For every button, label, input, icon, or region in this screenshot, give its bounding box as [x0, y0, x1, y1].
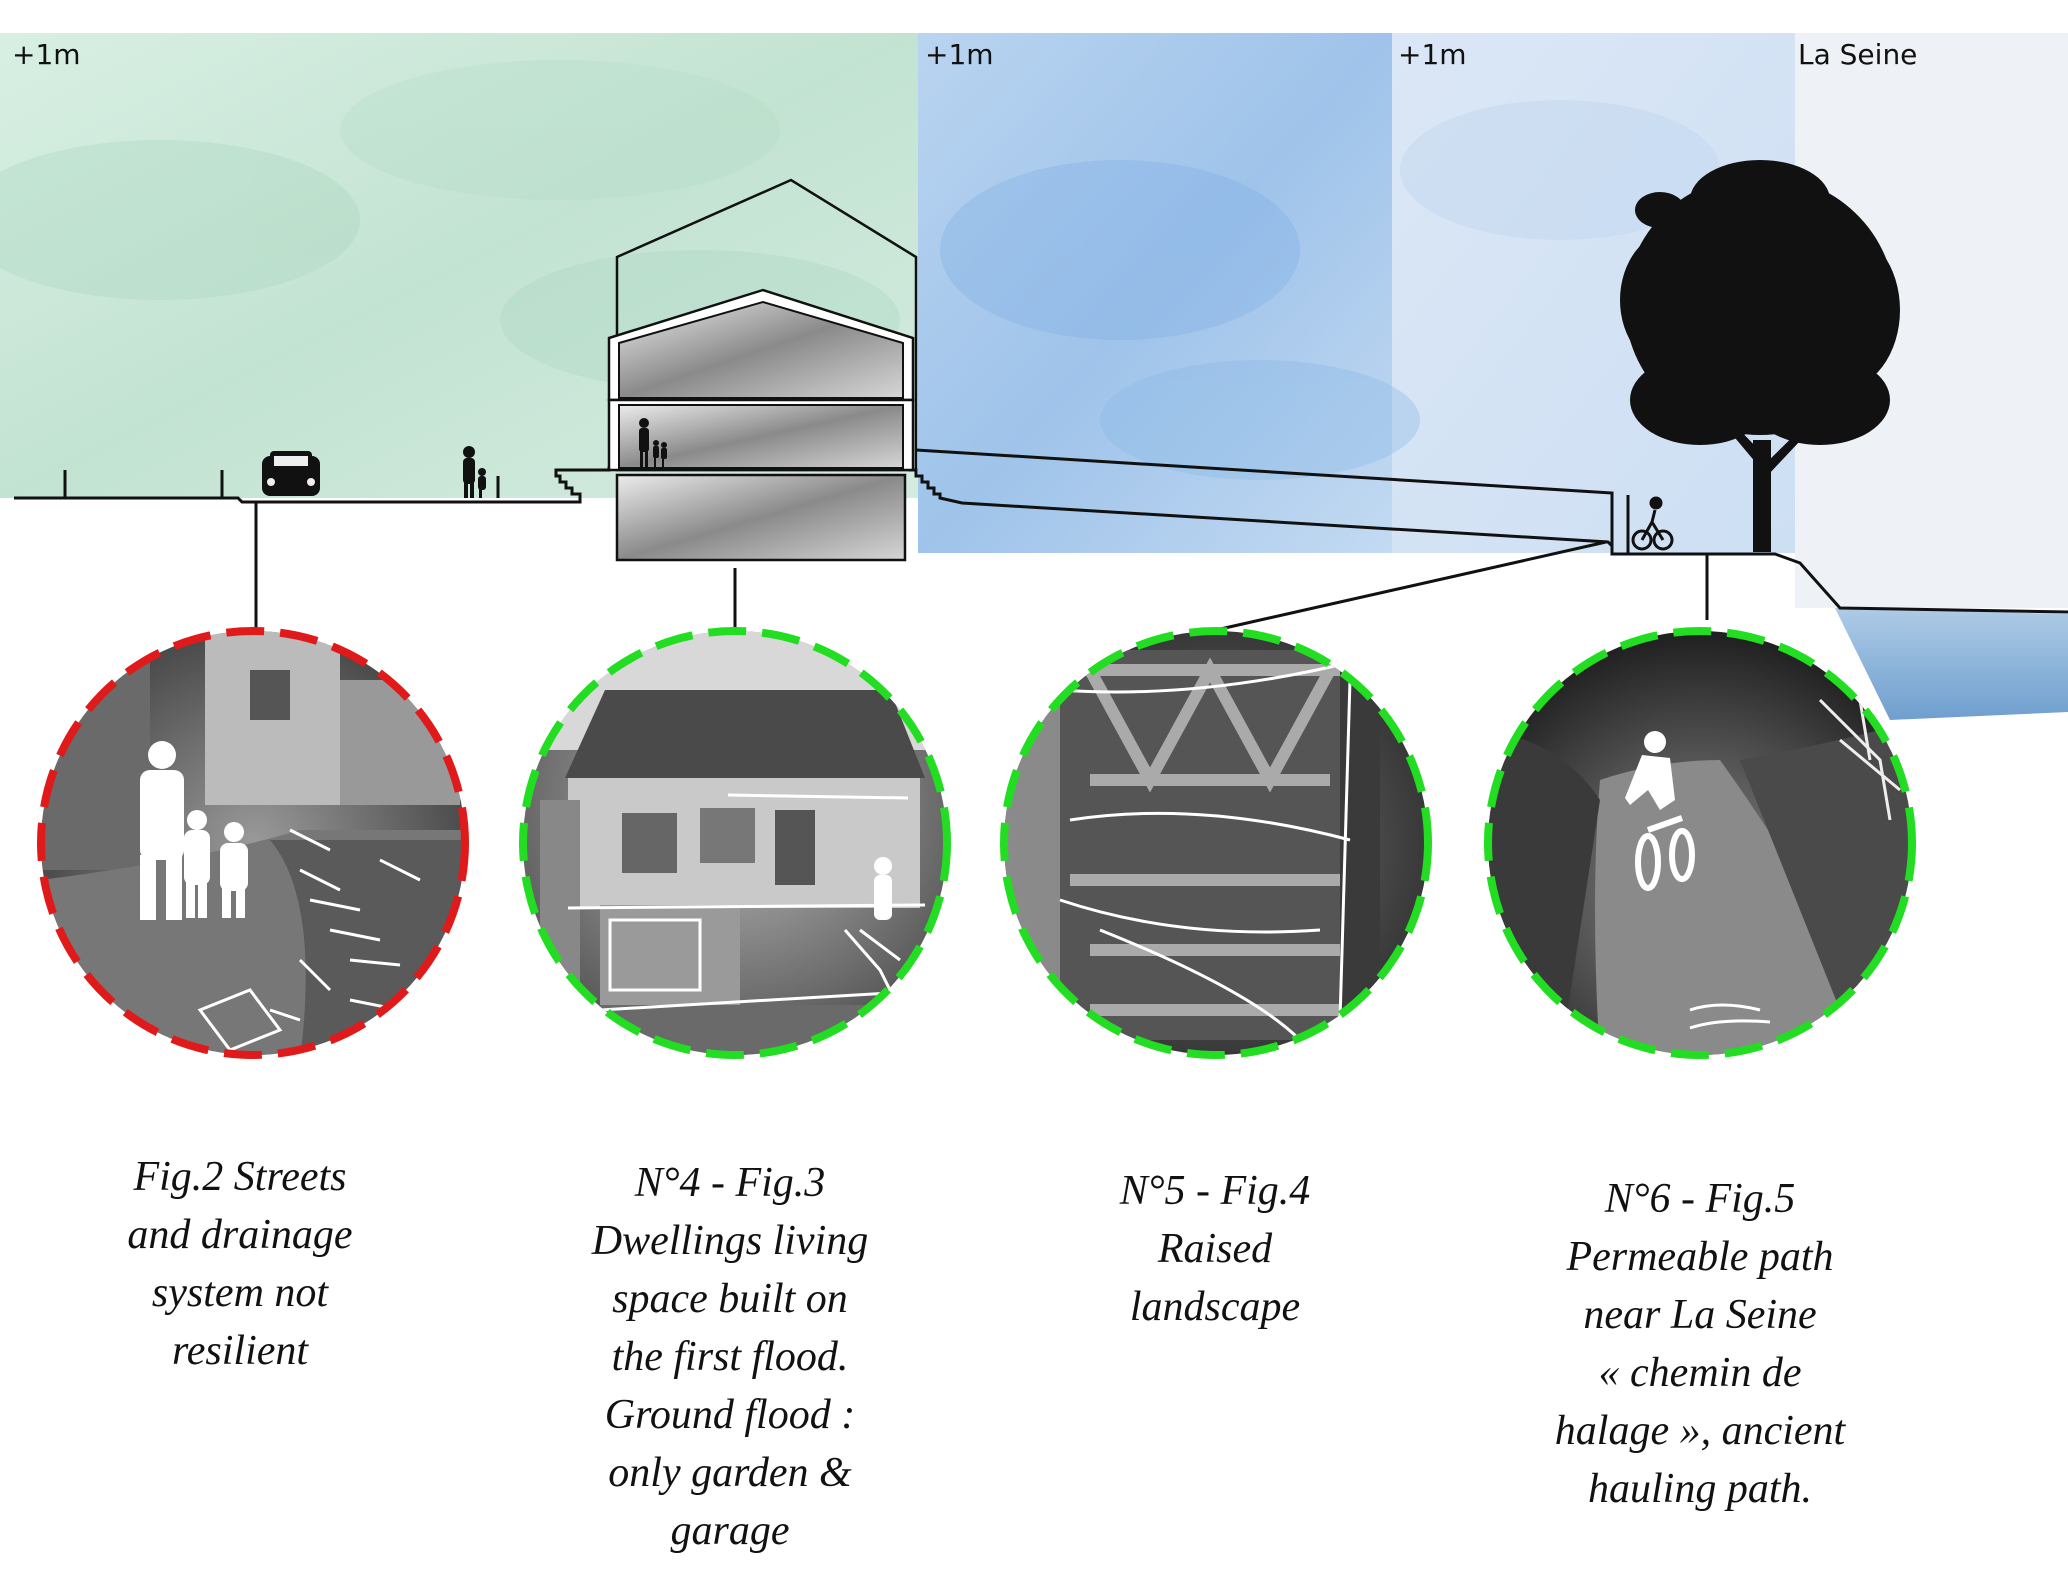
caption-fig3: N°4 - Fig.3 Dwellings living space built… — [530, 1154, 930, 1560]
caption-line: Dwellings living — [591, 1218, 869, 1264]
caption-line: « chemin de — [1598, 1350, 1802, 1396]
caption-line: and drainage — [127, 1212, 353, 1258]
caption-line: Permeable path — [1566, 1234, 1834, 1280]
caption-line: Raised — [1157, 1226, 1273, 1272]
tree-icon — [1620, 160, 1900, 552]
caption-line: N°4 - Fig.3 — [634, 1160, 826, 1206]
car-icon — [262, 451, 320, 496]
zone-label-flood: +1m — [925, 38, 994, 71]
raised-landscape-line — [915, 448, 1614, 546]
caption-line: space built on — [612, 1276, 848, 1322]
flood-zone-bg — [918, 33, 1392, 553]
caption-line: system not — [151, 1270, 329, 1316]
caption-line: the first flood. — [611, 1334, 849, 1380]
caption-line: Ground flood : — [604, 1392, 856, 1438]
caption-line: N°6 - Fig.5 — [1604, 1176, 1796, 1222]
caption-line: landscape — [1129, 1284, 1301, 1330]
caption-line: N°5 - Fig.4 — [1119, 1168, 1311, 1214]
photo-fig4 — [1000, 627, 1432, 1059]
house-section — [607, 178, 918, 562]
zone-label-street: +1m — [12, 38, 81, 71]
pedestrians-icon — [463, 446, 486, 498]
caption-line: hauling path. — [1587, 1466, 1812, 1512]
caption-fig2: Fig.2 Streets and drainage system not re… — [40, 1148, 440, 1380]
caption-line: resilient — [171, 1328, 309, 1374]
zone-label-flood-light: +1m — [1398, 38, 1467, 71]
street-bollards — [63, 470, 1630, 554]
river-water — [1835, 608, 2068, 720]
zone-label-river: La Seine — [1798, 38, 1918, 71]
caption-line: Fig.2 Streets — [133, 1154, 347, 1200]
caption-line: garage — [670, 1508, 790, 1554]
caption-line: near La Seine — [1583, 1292, 1817, 1338]
photo-fig2 — [37, 627, 469, 1059]
caption-line: halage », ancient — [1554, 1408, 1846, 1454]
photo-fig5 — [1484, 627, 1916, 1059]
caption-fig5: N°6 - Fig.5 Permeable path near La Seine… — [1490, 1170, 1910, 1518]
caption-line: only garden & — [608, 1450, 852, 1496]
cyclist-icon — [1631, 496, 1674, 551]
connector-lines — [254, 502, 1709, 632]
caption-fig4: N°5 - Fig.4 Raised landscape — [1015, 1162, 1415, 1336]
